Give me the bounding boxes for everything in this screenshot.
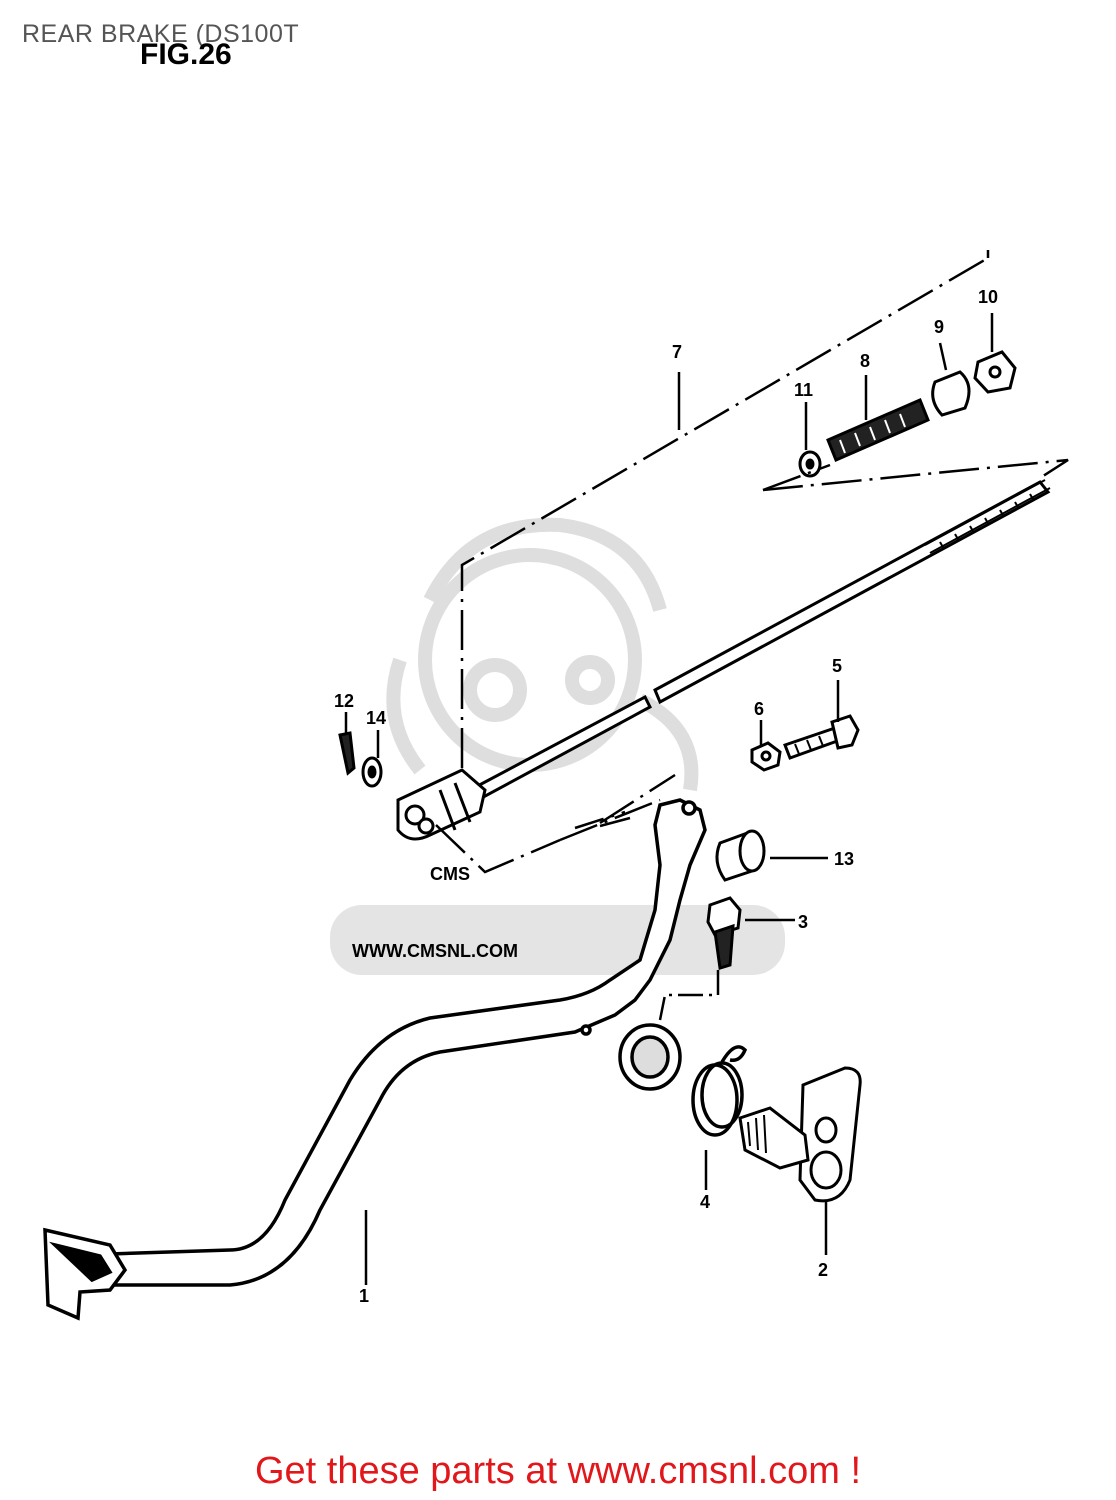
get-parts-link[interactable]: Get these parts at www.cmsnl.com !: [254, 1450, 862, 1492]
watermark-url: WWW.CMSNL.COM: [352, 941, 518, 961]
spring-8: [826, 398, 930, 462]
callout-11: 11: [794, 380, 813, 400]
callout-9: 9: [934, 317, 944, 337]
watermark-mascot-arm: [386, 657, 426, 775]
bolt-5-nut-6: [750, 714, 860, 772]
pin-13: [715, 829, 766, 882]
watermark-mascot-arm-right: [636, 693, 699, 792]
joint-9: [931, 370, 971, 417]
watermark-logo: CMS: [430, 864, 470, 884]
callout-12: 12: [334, 691, 354, 711]
figure-label: FIG.26: [140, 38, 232, 71]
bolt-5-head: [830, 714, 860, 750]
watermark-mascot-goggle: [463, 658, 527, 722]
brake-shaft-2: [738, 1066, 862, 1203]
leader-lines: [344, 250, 1069, 1285]
callout-3: 3: [798, 912, 808, 932]
watermark-mascot-helmet: [423, 517, 667, 612]
adjuster-parts: [798, 350, 1017, 478]
rod-clevis-hole: [404, 804, 426, 826]
callout-4: 4: [700, 1192, 710, 1212]
callouts: 1 2 3 4 5 6 7 8 9 10 11 12 13 14: [334, 287, 998, 1306]
brake-rod: [396, 479, 1051, 841]
callout-14: 14: [366, 708, 386, 728]
split-pin-12: [338, 731, 356, 776]
pin-12-washer-14: [338, 731, 383, 788]
page-title: REAR BRAKE (DS100T: [22, 20, 300, 48]
callout-8: 8: [860, 351, 870, 371]
brake-pedal: [43, 798, 707, 1321]
bolt-5: [783, 726, 842, 760]
brake-rod-thread: [924, 479, 1051, 554]
brake-pedal-arm: [78, 798, 707, 1287]
callout-1: 1: [359, 1286, 369, 1306]
rod-clevis-hole-back: [417, 817, 435, 835]
spring-4: [691, 1045, 748, 1137]
callout-6: 6: [754, 699, 764, 719]
callout-13: 13: [834, 849, 854, 869]
brake-rod-upper-segment: [653, 480, 1051, 705]
bolt-3: [706, 896, 742, 970]
callout-5: 5: [832, 656, 842, 676]
callout-7: 7: [672, 342, 682, 362]
watermark-mascot-goggle-right: [565, 655, 615, 705]
callout-10: 10: [978, 287, 998, 307]
callout-2: 2: [818, 1260, 828, 1280]
